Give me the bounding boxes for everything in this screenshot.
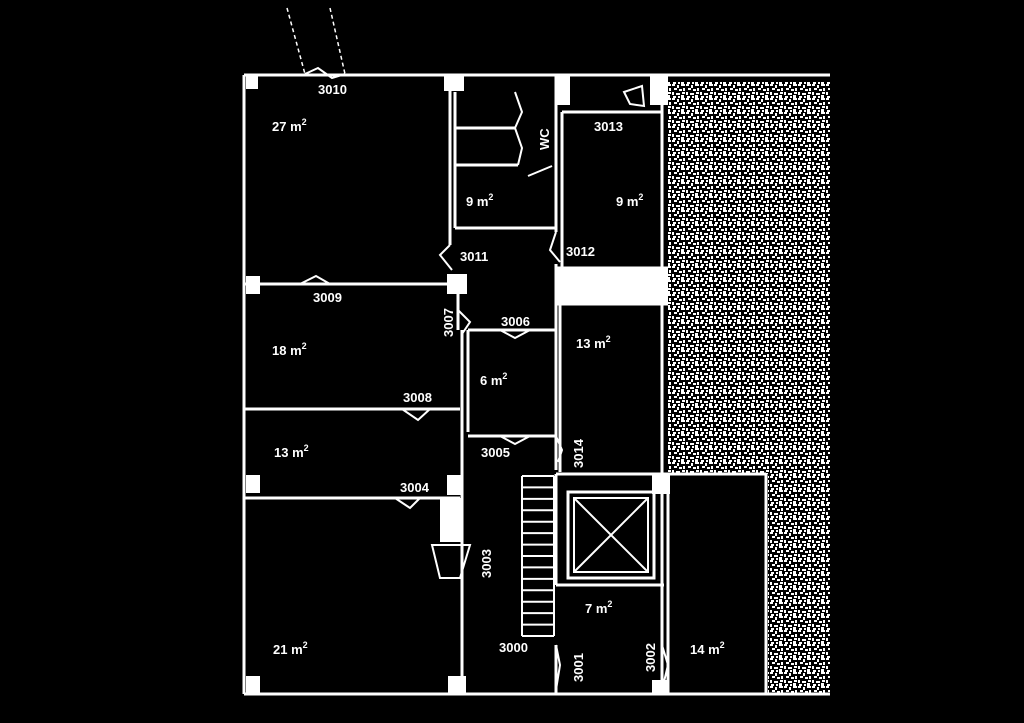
area-27: 27 m2 xyxy=(272,117,307,134)
area-21: 21 m2 xyxy=(273,640,308,657)
area-13a: 13 m2 xyxy=(274,443,309,460)
entrance-line-left xyxy=(286,7,306,75)
stairs xyxy=(521,475,555,637)
door-3012: 3012 xyxy=(566,244,595,259)
door-3009: 3009 xyxy=(313,290,342,305)
door-3014: 3014 xyxy=(571,438,586,468)
exterior-hatch xyxy=(668,82,830,474)
door-3006: 3006 xyxy=(501,314,530,329)
area-18: 18 m2 xyxy=(272,341,307,358)
wc-label: WC xyxy=(537,128,552,150)
door-3005: 3005 xyxy=(481,445,510,460)
door-3001: 3001 xyxy=(571,653,586,682)
elevator xyxy=(566,490,656,580)
door-3004: 3004 xyxy=(400,480,430,495)
area-9b: 9 m2 xyxy=(616,192,643,209)
door-3008: 3008 xyxy=(403,390,432,405)
door-3010: 3010 xyxy=(318,82,347,97)
area-7: 7 m2 xyxy=(585,599,612,616)
exterior-hatch-lower xyxy=(768,474,830,694)
door-3013: 3013 xyxy=(594,119,623,134)
area-14: 14 m2 xyxy=(690,640,725,657)
door-marks xyxy=(299,66,670,691)
door-3011: 3011 xyxy=(460,249,488,264)
pillars xyxy=(246,75,670,694)
door-3002: 3002 xyxy=(643,643,658,672)
door-3000: 3000 xyxy=(499,640,528,655)
entrance-line-right xyxy=(329,7,346,75)
door-3003: 3003 xyxy=(479,549,494,578)
door-3007: 3007 xyxy=(441,308,456,337)
area-13b: 13 m2 xyxy=(576,334,611,351)
area-6: 6 m2 xyxy=(480,371,507,388)
area-9a: 9 m2 xyxy=(466,192,493,209)
